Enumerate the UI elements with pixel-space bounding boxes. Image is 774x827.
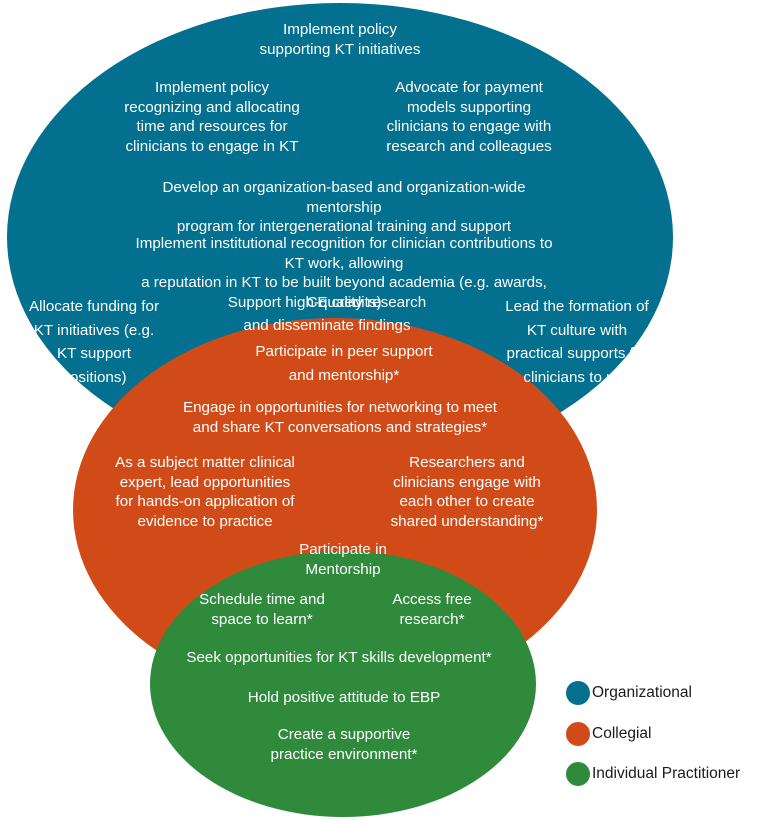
legend-swatch-circle-icon	[566, 722, 590, 746]
legend-item-collegial: Collegial	[566, 722, 651, 746]
legend-swatch-circle-icon	[566, 681, 590, 705]
col-item-researchers-clinicians: Researchers and clinicians engage with e…	[390, 454, 544, 530]
col-item-clinical-expert: As a subject matter clinical expert, lea…	[115, 454, 295, 530]
legend-swatch-circle-icon	[566, 762, 590, 786]
org-item-policy-kt: Implement policy supporting KT initiativ…	[259, 21, 421, 58]
legend-item-individual: Individual Practitioner	[566, 762, 740, 786]
ind-item-free-research: Access free research*	[392, 591, 472, 628]
col-item-networking: Engage in opportunities for networking t…	[182, 399, 498, 436]
legend-label: Individual Practitioner	[592, 765, 741, 782]
ind-item-mentorship: Participate in Mentorship	[299, 541, 387, 578]
ind-item-schedule-time: Schedule time and space to learn*	[199, 591, 325, 628]
ind-item-kt-skills: Seek opportunities for KT skills develop…	[186, 649, 492, 666]
organizational-ellipse	[7, 3, 673, 471]
org-item-mentorship-program: Develop an organization-based and organi…	[162, 179, 526, 236]
legend-label: Collegial	[592, 725, 652, 742]
ind-item-supportive-environment: Create a supportive practice environment…	[270, 726, 418, 763]
ind-item-ebp-attitude: Hold positive attitude to EBP	[247, 689, 441, 706]
org-item-research: Support high-quality research and dissem…	[227, 294, 427, 334]
org-item-funding: Allocate funding for KT initiatives (e.g…	[28, 298, 160, 386]
individual-ellipse	[150, 551, 536, 817]
legend-label: Organizational	[592, 684, 692, 701]
org-item-kt-culture: Lead the formation of KT culture with pr…	[505, 298, 649, 386]
org-item-institutional-recognition: Implement institutional recognition for …	[135, 235, 553, 311]
org-item-payment-models: Advocate for payment models supporting c…	[386, 79, 552, 155]
col-item-peer-support: Participate in peer support and mentorsh…	[255, 343, 433, 384]
org-item-policy-time: Implement policy recognizing and allocat…	[124, 79, 300, 155]
legend-item-organizational: Organizational	[566, 681, 692, 705]
